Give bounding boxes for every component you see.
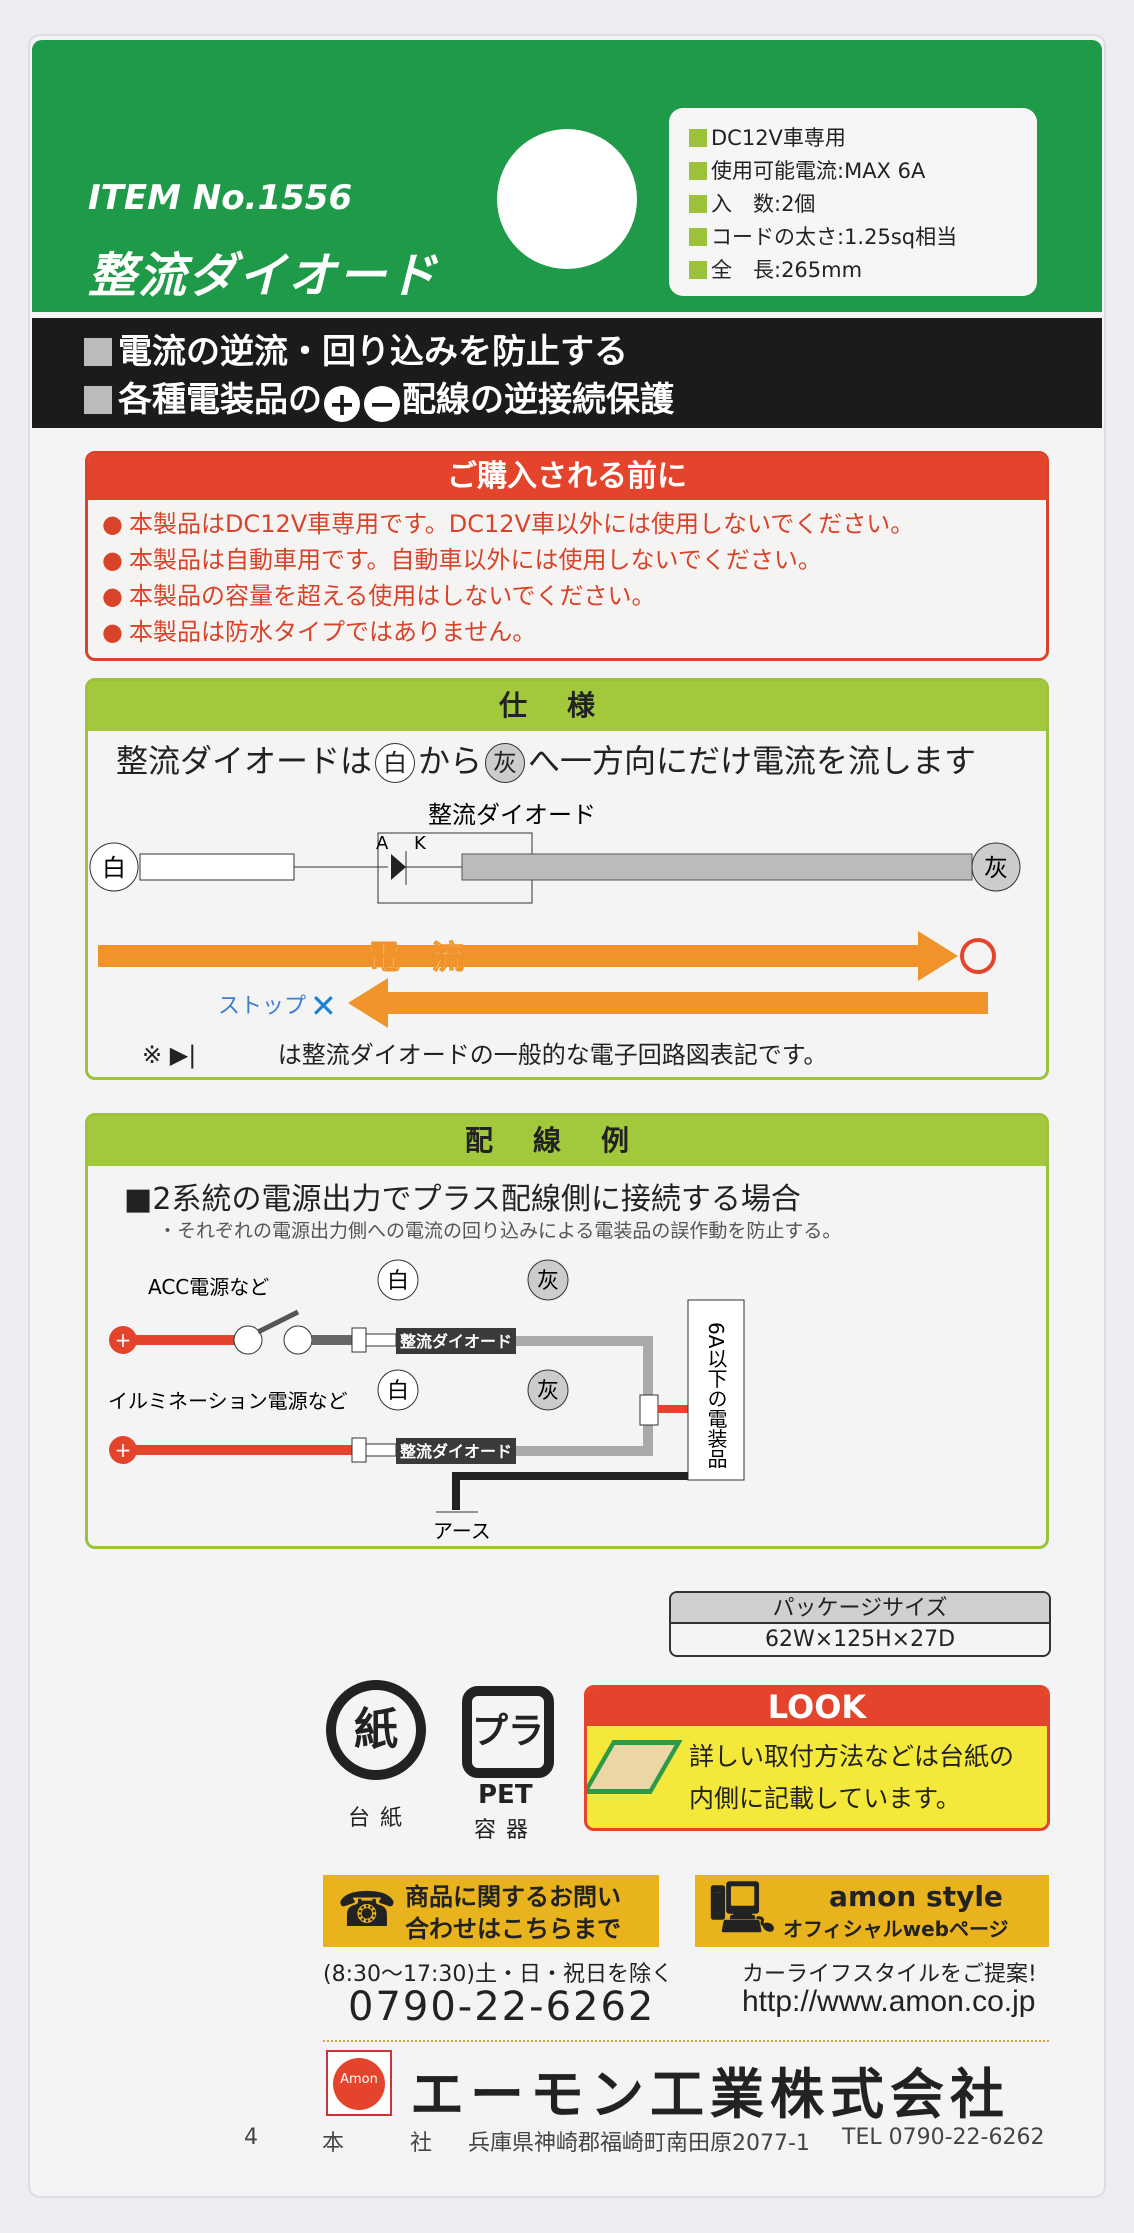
feature-2: 各種電装品の+−配線の逆接続保護 (84, 376, 1102, 424)
look-text: 内側に記載しています。 (689, 1784, 961, 1813)
spec-item: 全 長:265mm (689, 254, 1017, 287)
caution-title: ご購入される前に (88, 454, 1046, 500)
wiring-title: 配線例 (88, 1116, 1046, 1166)
spec-list: DC12V車専用 使用可能電流:MAX 6A 入 数:2個 コードの太さ:1.2… (669, 108, 1037, 296)
look-title: LOOK (587, 1688, 1047, 1726)
svg-text:+: + (115, 1328, 132, 1352)
load-label: 6A以下の電装品 (704, 1322, 728, 1468)
web-banner[interactable]: 🖳 amon style オフィシャルwebページ (695, 1875, 1049, 1947)
gray-label-1: 灰 (537, 1269, 559, 1294)
look-text: 詳しい取付方法などは台紙の (689, 1742, 1015, 1771)
amon-logo: Amon (326, 2050, 392, 2116)
phone-number: 0790-22-6262 (348, 1984, 656, 2030)
inquiry-text: 商品に関するお問い (405, 1883, 621, 1911)
hang-hole (497, 129, 637, 269)
spec-section-title: 仕様 (88, 681, 1046, 731)
gray-end-label: 灰 (984, 854, 1008, 882)
brand-name: amon style (829, 1880, 1003, 1913)
item-number: ITEM No.1556 (88, 178, 353, 218)
illum-label: イルミネーション電源など (108, 1389, 348, 1413)
ground-label: アース (433, 1519, 491, 1543)
web-label: オフィシャルwebページ (783, 1917, 1009, 1941)
stop-label: ストップ (218, 994, 306, 1019)
spec-item: 入 数:2個 (689, 188, 1017, 221)
pla-recycle-icon: プラ (462, 1686, 554, 1778)
package-size-label: パッケージサイズ (671, 1593, 1049, 1624)
gray-label-2: 灰 (537, 1379, 559, 1404)
diode-label-1: 整流ダイオード (399, 1332, 512, 1351)
diode-label-2: 整流ダイオード (399, 1442, 512, 1461)
wiring-subtext: ・それぞれの電源出力側への電流の回り込みによる電装品の誤作動を防止する。 (158, 1220, 842, 1242)
wiring-diagram: ACC電源など イルミネーション電源など + 整流ダイオード + 整流ダイオード (108, 1259, 745, 1543)
container-label: 容器 (474, 1818, 539, 1843)
pet-label: PET (478, 1780, 533, 1810)
look-box: LOOK 詳しい取付方法などは台紙の内側に記載しています。 (584, 1685, 1050, 1831)
diode-diagram: 整流ダイオード A K 白 灰 電 流 ストップ ✕ (89, 801, 1021, 1028)
diode-symbol (391, 854, 406, 880)
caution-item: 本製品の容量を超える使用はしないでください。 (102, 578, 1032, 614)
white-label-1: 白 (387, 1269, 409, 1294)
card-icon (587, 1740, 683, 1794)
ok-icon (960, 938, 996, 974)
package-size-value: 62W×125H×27D (764, 1627, 956, 1652)
current-label: 電 流 (368, 938, 464, 976)
anode-label: A (376, 833, 389, 854)
computer-icon: 🖳 (709, 1879, 776, 1937)
caution-item: 本製品はDC12V車専用です。DC12V車以外には使用しないでください。 (102, 506, 1032, 542)
spec-desc: 整流ダイオードは白から灰へ一方向にだけ電流を流します (116, 739, 976, 783)
white-marker: 白 (375, 743, 416, 783)
caution-item: 本製品は防水タイプではありません。 (102, 614, 1032, 650)
company-tel: TEL 0790-22-6262 (842, 2125, 1045, 2150)
gray-marker: 灰 (485, 743, 526, 783)
spec-item: DC12V車専用 (689, 122, 1017, 155)
gray-wire (461, 853, 973, 881)
package-size: パッケージサイズ 62W×125H×27D (669, 1591, 1051, 1657)
product-title: 整流ダイオード (88, 248, 439, 304)
tagline: カーライフスタイルをご提案! (742, 1962, 1037, 1987)
diode-symbol-icon: ▶| (169, 1041, 197, 1069)
illum-line: + 整流ダイオード (109, 1410, 653, 1464)
load-box (687, 1299, 745, 1481)
hq-label: 本 社 (322, 2131, 433, 2156)
white-wire (139, 853, 295, 881)
forward-arrow (98, 945, 928, 967)
website-link[interactable]: http://www.amon.co.jp (742, 1985, 1036, 2018)
wiring-section: 配線例 ■2系統の電源出力でプラス配線側に接続する場合 ・それぞれの電源出力側へ… (85, 1113, 1049, 1549)
telephone-icon: ☎ (337, 1882, 397, 1938)
paper-label: 台紙 (348, 1806, 413, 1831)
spec-section: 仕様 整流ダイオードは白から灰へ一方向にだけ電流を流します 整流ダイオード A … (85, 678, 1049, 1080)
spec-item: 使用可能電流:MAX 6A (689, 155, 1017, 188)
cathode-label: K (414, 833, 427, 854)
plus-icon: + (324, 386, 360, 422)
paper-recycle-icon: 紙 (326, 1680, 426, 1780)
minus-icon: − (364, 386, 400, 422)
wiring-heading: ■2系統の電源出力でプラス配線側に接続する場合 (124, 1182, 801, 1217)
acc-label: ACC電源など (148, 1275, 269, 1299)
spec-item: コードの太さ:1.25sq相当 (689, 221, 1017, 254)
hours: (8:30〜17:30)土・日・祝日を除く (323, 1962, 673, 1987)
address: 兵庫県神崎郡福崎町南田原2077-1 (468, 2131, 810, 2156)
company-name: エーモン工業株式会社 (410, 2063, 1010, 2126)
white-label-2: 白 (387, 1379, 409, 1404)
diode-label: 整流ダイオード (428, 801, 596, 829)
caution-item: 本製品は自動車用です。自動車以外には使用しないでください。 (102, 542, 1032, 578)
feature-band: 電流の逆流・回り込みを防止する 各種電装品の+−配線の逆接続保護 (32, 318, 1102, 428)
feature-1: 電流の逆流・回り込みを防止する (84, 328, 1102, 376)
stop-x-icon: ✕ (310, 987, 337, 1025)
acc-line: + 整流ダイオード (109, 1309, 653, 1410)
page-number: 4 (244, 2125, 258, 2150)
white-end-label: 白 (102, 854, 126, 882)
diode-note: ※ ▶|は整流ダイオードの一般的な電子回路図表記です。 (142, 1041, 828, 1069)
inquiry-text: 合わせはこちらまで (405, 1915, 621, 1943)
caution-box: ご購入される前に 本製品はDC12V車専用です。DC12V車以外には使用しないで… (85, 451, 1049, 661)
svg-text:+: + (115, 1438, 132, 1462)
reverse-arrow (388, 992, 988, 1014)
inquiry-banner: ☎ 商品に関するお問い合わせはこちらまで (323, 1875, 659, 1947)
